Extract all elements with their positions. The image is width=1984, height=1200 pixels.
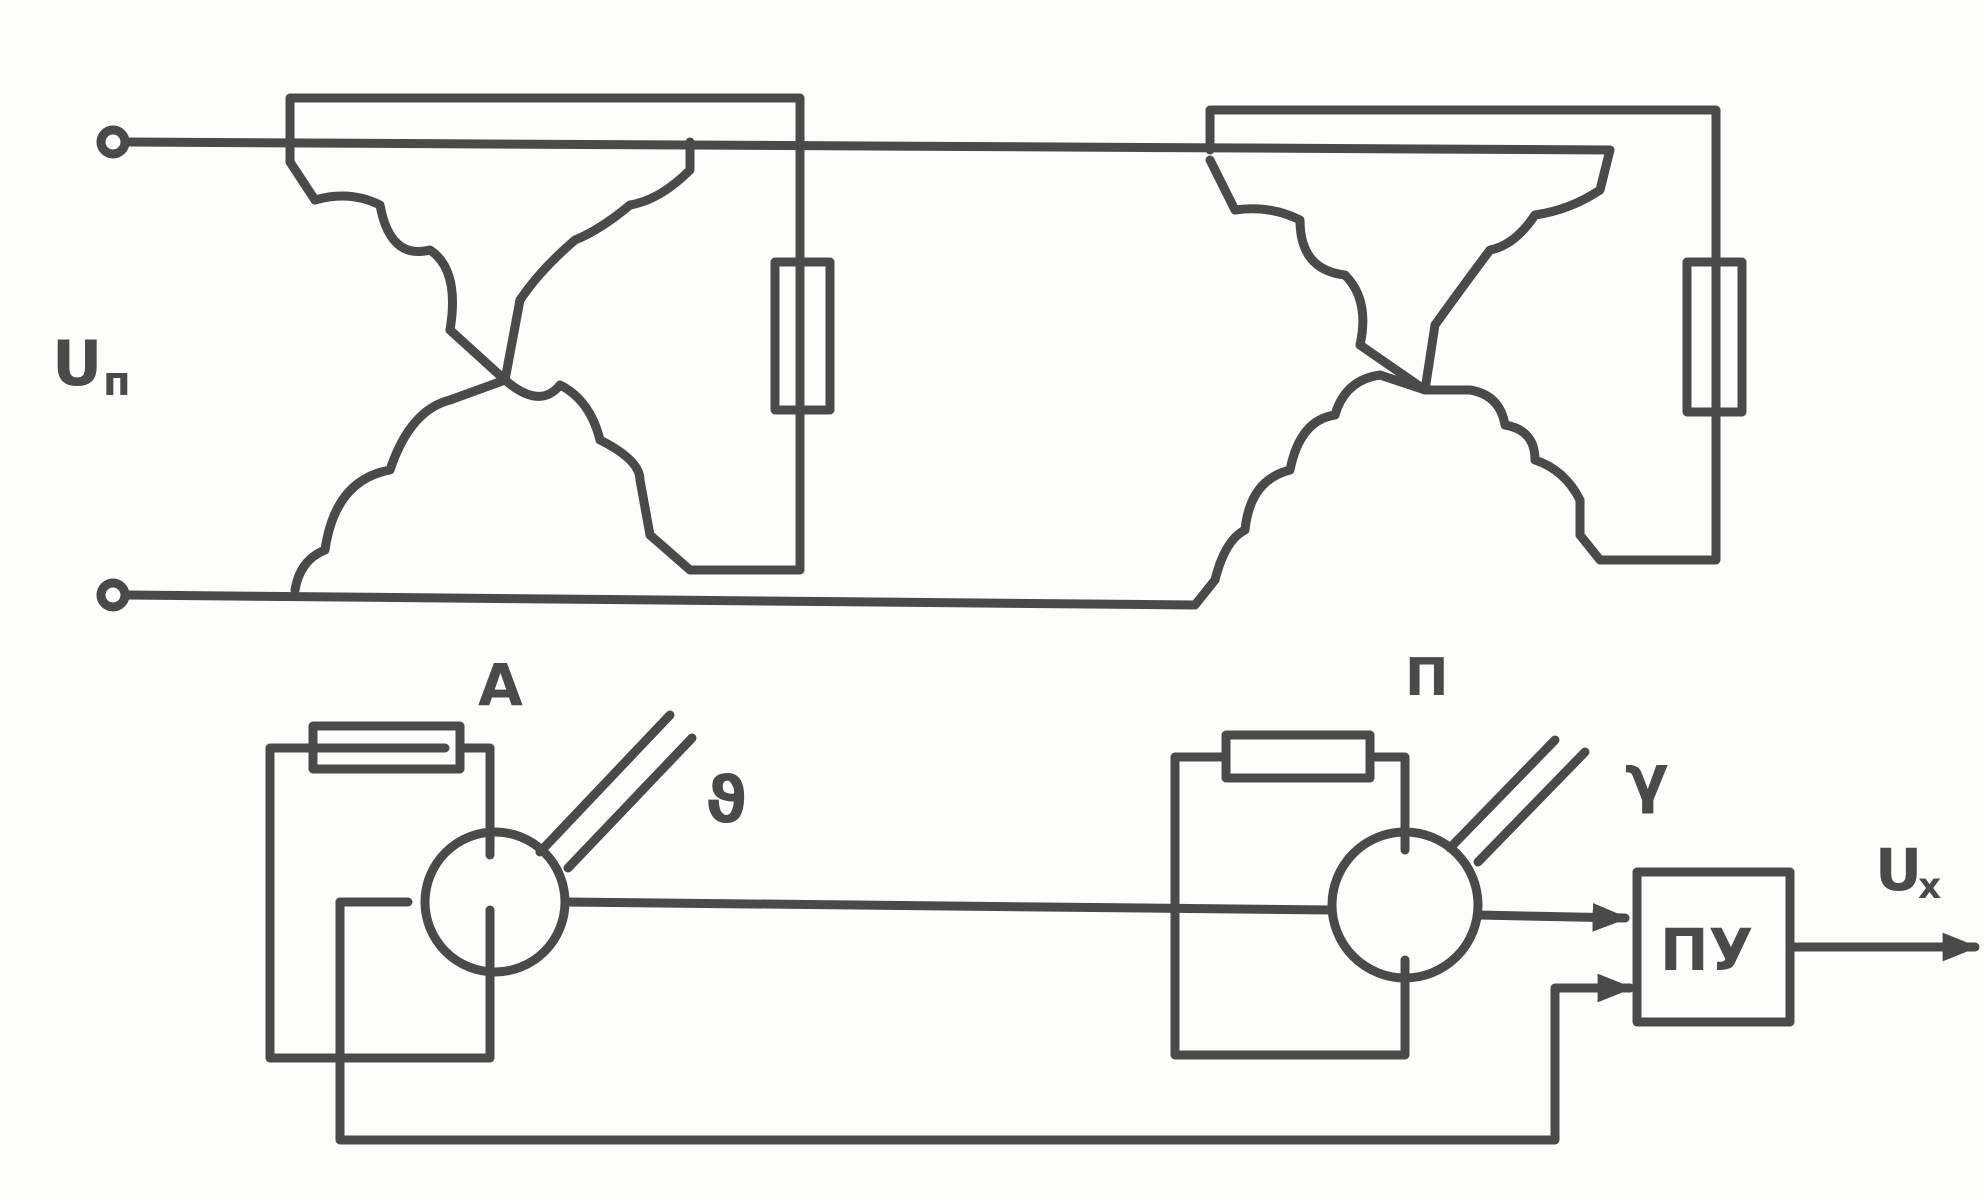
transmitter-resistor <box>770 257 835 415</box>
return-wire <box>335 897 1635 1145</box>
receiver-stator-frame <box>1205 105 1721 565</box>
receiver-shaft <box>1445 735 1590 867</box>
supply-bus-bottom <box>120 575 1220 610</box>
transmitter-label: А <box>478 651 523 719</box>
supply-voltage-label: U <box>52 327 102 400</box>
receiver-winding-lower-right <box>1420 320 1585 540</box>
receiver-winding-lower-left <box>1210 340 1430 585</box>
receiver-shaft-label: γ <box>1625 742 1669 816</box>
receiver-winding-upper-left <box>1205 155 1368 350</box>
receiver-label: П <box>1405 648 1449 708</box>
output-voltage-subscript: х <box>1918 866 1941 907</box>
signal-wire <box>560 897 1337 915</box>
transmitter-winding-upper-right <box>515 137 695 305</box>
transmitter-excitation-loop <box>265 743 495 1063</box>
output-voltage-label: U <box>1875 836 1922 904</box>
receiver-winding-upper-right <box>1430 145 1615 330</box>
transmitter-shaft <box>535 710 697 873</box>
transmitter-excitation-loop-right <box>455 743 495 860</box>
amplifier-label: ПУ <box>1660 916 1753 984</box>
rotor-to-amplifier <box>1473 902 1630 932</box>
transmitter-field-resistor <box>308 721 465 774</box>
transmitter-stator-frame <box>285 93 805 575</box>
transmitter-shaft-label: ϑ <box>705 764 747 838</box>
transmitter-winding-upper-left <box>285 157 457 335</box>
receiver-excitation-loop-right <box>1365 752 1410 855</box>
transmitter-winding-lower-right <box>500 295 655 540</box>
receiver-field-resistor <box>1221 730 1375 783</box>
receiver-rotor <box>1327 827 1483 983</box>
transmitter-winding-lower-left <box>290 325 510 595</box>
receiver-excitation-loop <box>1170 752 1410 1060</box>
supply-bus-top <box>120 137 1615 155</box>
supply-voltage-subscript: п <box>103 359 131 405</box>
receiver-resistor <box>1682 257 1747 417</box>
